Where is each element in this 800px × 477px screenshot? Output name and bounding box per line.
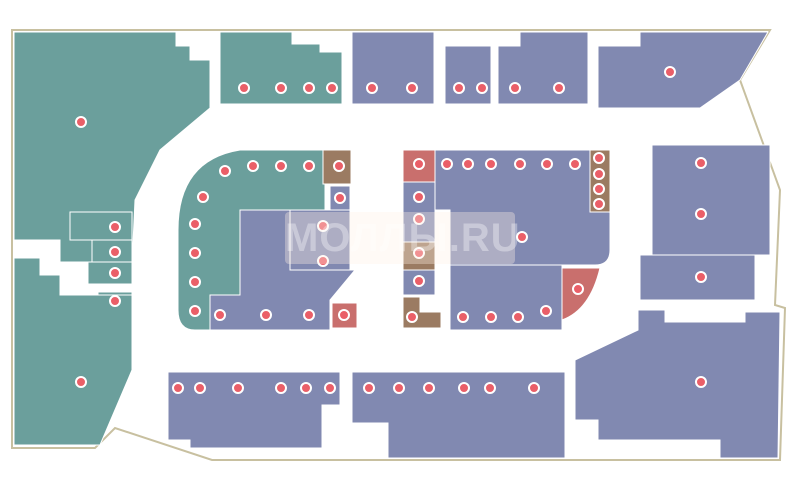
store-marker[interactable] [324,382,336,394]
store-marker[interactable] [238,82,250,94]
store-marker[interactable] [593,198,605,210]
store[interactable] [597,31,769,109]
store-marker[interactable] [75,376,87,388]
store-marker[interactable] [485,311,497,323]
store-marker[interactable] [593,168,605,180]
store-marker[interactable] [197,191,209,203]
store-marker[interactable] [194,382,206,394]
store-marker[interactable] [695,271,707,283]
store-marker[interactable] [509,82,521,94]
store-marker[interactable] [232,382,244,394]
store-marker[interactable] [303,309,315,321]
store[interactable] [574,309,781,459]
store-marker[interactable] [109,246,121,258]
store-marker[interactable] [189,276,201,288]
store-marker[interactable] [695,157,707,169]
store-marker[interactable] [695,376,707,388]
store-marker[interactable] [172,382,184,394]
store[interactable] [13,257,133,446]
watermark-logo: МОЛЛЫ.RU [285,212,520,264]
store-marker[interactable] [275,82,287,94]
store-marker[interactable] [275,160,287,172]
store[interactable] [351,31,435,105]
store-marker[interactable] [569,158,581,170]
store-marker[interactable] [540,305,552,317]
store-marker[interactable] [514,158,526,170]
store-marker[interactable] [303,160,315,172]
store-marker[interactable] [393,382,405,394]
store[interactable] [651,144,771,256]
store-marker[interactable] [572,283,584,295]
store-marker[interactable] [333,160,345,172]
store-marker[interactable] [189,305,201,317]
store-marker[interactable] [512,311,524,323]
store-marker[interactable] [528,382,540,394]
store-marker[interactable] [363,382,375,394]
store-marker[interactable] [458,382,470,394]
store-marker[interactable] [593,183,605,195]
store-marker[interactable] [413,213,425,225]
store-marker[interactable] [413,191,425,203]
store-marker[interactable] [219,165,231,177]
store-marker[interactable] [462,158,474,170]
store-marker[interactable] [441,158,453,170]
store-marker[interactable] [413,275,425,287]
store-marker[interactable] [317,255,329,267]
store-marker[interactable] [413,158,425,170]
store-marker[interactable] [189,218,201,230]
store[interactable] [449,264,563,331]
store-marker[interactable] [406,311,418,323]
store-marker[interactable] [453,82,465,94]
store-marker[interactable] [303,82,315,94]
store[interactable] [444,45,492,105]
store[interactable] [589,149,611,213]
store-marker[interactable] [214,309,226,321]
store-marker[interactable] [413,247,425,259]
store-marker[interactable] [695,208,707,220]
store-marker[interactable] [275,382,287,394]
store-marker[interactable] [109,295,121,307]
store-marker[interactable] [484,382,496,394]
store-marker[interactable] [260,309,272,321]
store-marker[interactable] [189,247,201,259]
store-marker[interactable] [485,158,497,170]
store-markers [75,66,707,394]
store-marker[interactable] [109,267,121,279]
store-marker[interactable] [457,311,469,323]
store-marker[interactable] [423,382,435,394]
store-marker[interactable] [553,82,565,94]
store[interactable] [351,371,566,459]
store[interactable] [69,211,133,241]
store-marker[interactable] [338,309,350,321]
store[interactable] [13,31,211,281]
store-marker[interactable] [334,192,346,204]
store-marker[interactable] [300,382,312,394]
store-marker[interactable] [541,158,553,170]
store-marker[interactable] [476,82,488,94]
store-marker[interactable] [75,116,87,128]
store-marker[interactable] [664,66,676,78]
store-marker[interactable] [326,82,338,94]
store-marker[interactable] [247,160,259,172]
store-marker[interactable] [317,220,329,232]
store-marker[interactable] [406,82,418,94]
store-marker[interactable] [366,82,378,94]
store-marker[interactable] [109,221,121,233]
store-marker[interactable] [593,152,605,164]
store[interactable] [167,371,341,449]
store-marker[interactable] [516,231,528,243]
